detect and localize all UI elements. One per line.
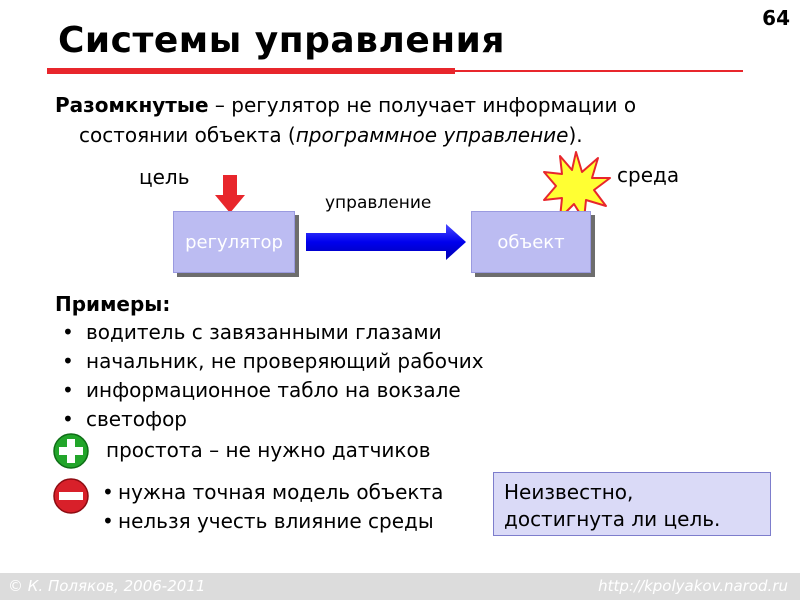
footer-copyright: © К. Поляков, 2006-2011 bbox=[8, 577, 206, 595]
title-underline-thick bbox=[47, 68, 455, 74]
note-box: Неизвестно, достигнута ли цель. bbox=[493, 472, 771, 536]
list-item: •информационное табло на вокзале bbox=[62, 378, 461, 402]
definition-text-1: – регулятор не получает информации о bbox=[208, 93, 637, 117]
regulator-label: регулятор bbox=[185, 231, 283, 253]
list-item: •водитель с завязанными глазами bbox=[62, 320, 442, 344]
cons-list: •нужна точная модель объекта •нельзя уче… bbox=[102, 478, 443, 536]
list-item: •начальник, не проверяющий рабочих bbox=[62, 349, 484, 373]
footer-url: http://kpolyakov.narod.ru bbox=[598, 577, 788, 595]
examples-heading: Примеры: bbox=[55, 292, 171, 316]
note-line-1: Неизвестно, bbox=[504, 480, 634, 504]
footer-bar bbox=[0, 573, 800, 600]
definition-italic: программное управление bbox=[295, 123, 569, 147]
definition-line-2: состоянии объекта (программное управлени… bbox=[55, 120, 775, 150]
definition-line-1: Разомкнутые – регулятор не получает инфо… bbox=[55, 90, 775, 120]
starburst-icon bbox=[543, 151, 611, 221]
list-item: •нужна точная модель объекта bbox=[102, 480, 444, 504]
slide-title: Системы управления bbox=[58, 20, 505, 61]
list-item: •светофор bbox=[62, 407, 188, 431]
definition-text-2: состоянии объекта ( bbox=[79, 123, 296, 147]
title-underline-thin bbox=[455, 70, 743, 72]
object-box: объект bbox=[471, 211, 591, 273]
definition-paragraph: Разомкнутые – регулятор не получает инфо… bbox=[55, 90, 775, 150]
minus-circle-icon bbox=[53, 478, 89, 514]
list-item: •нельзя учесть влияние среды bbox=[102, 509, 434, 533]
page-number: 64 bbox=[762, 6, 790, 30]
goal-arrow-icon bbox=[215, 175, 245, 213]
pros-text: простота – не нужно датчиков bbox=[106, 438, 431, 462]
regulator-box: регулятор bbox=[173, 211, 295, 273]
definition-text-3: ). bbox=[568, 123, 583, 147]
definition-term: Разомкнутые bbox=[55, 93, 209, 117]
environment-label: среда bbox=[617, 163, 680, 187]
control-label: управление bbox=[325, 193, 432, 213]
object-label: объект bbox=[497, 231, 565, 253]
goal-label: цель bbox=[139, 165, 190, 189]
plus-circle-icon bbox=[53, 433, 89, 469]
note-line-2: достигнута ли цель. bbox=[504, 507, 721, 531]
control-arrow-icon bbox=[306, 224, 466, 260]
examples-list: •водитель с завязанными глазами •начальн… bbox=[62, 318, 484, 434]
